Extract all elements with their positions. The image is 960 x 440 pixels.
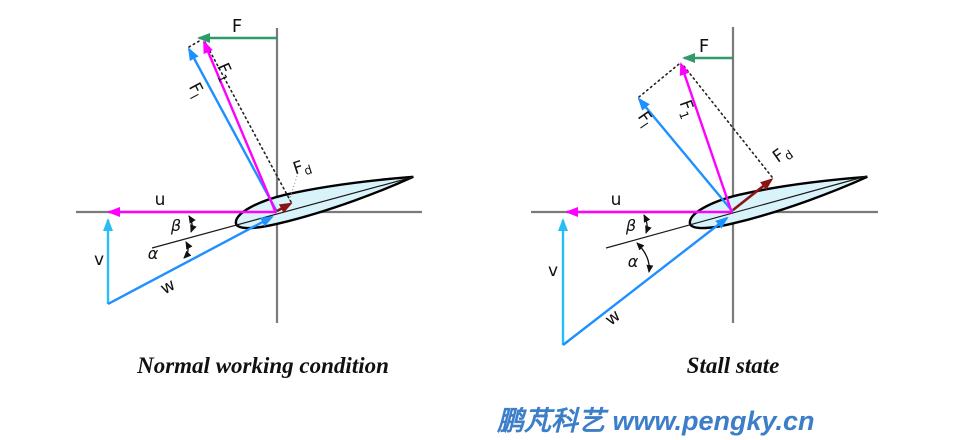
total-force-F1-arrow (679, 62, 734, 214)
left-diagram: F F1 Fl Fd u β α v w (76, 16, 422, 323)
drag-force-Fd-arrow (276, 202, 293, 214)
Fd-label: Fd (291, 155, 314, 181)
F1-label: F1 (210, 60, 237, 85)
total-force-F1-arrow (202, 40, 278, 214)
F-label: F (699, 36, 709, 57)
F-label: F (232, 16, 242, 37)
airfoil-profile (234, 175, 414, 230)
w-relative-wind-arrow (562, 216, 729, 346)
u-label: u (155, 190, 166, 210)
Fd-label: Fd (769, 141, 796, 169)
right-diagram: F F1 Fl Fd u β α v w (531, 27, 878, 346)
caption-normal-working-condition: Normal working condition (137, 353, 389, 378)
decomposition-dotted-line-fd-to-f1 (204, 41, 292, 203)
alpha-angle-arc (183, 241, 193, 259)
decomposition-dotted-line-fl-to-f1 (638, 63, 680, 98)
beta-angle-arc (188, 215, 197, 233)
beta-label: β (625, 216, 636, 235)
beta-angle-arc (643, 214, 652, 234)
lift-force-Fl-arrow (187, 47, 279, 213)
w-label: w (601, 306, 624, 330)
lift-force-Fl-arrow (637, 97, 734, 213)
chord-line (605, 175, 868, 249)
alpha-label: α (148, 244, 159, 263)
u-label: u (611, 190, 622, 210)
Fl-label: Fl (631, 108, 657, 131)
fd-label-leader-line (288, 175, 298, 202)
caption-stall-state: Stall state (686, 353, 780, 378)
v-label: v (94, 250, 104, 270)
decomposition-dotted-line-fd-to-f1 (682, 64, 773, 178)
Fl-label: Fl (182, 80, 208, 102)
w-label: w (157, 275, 179, 299)
beta-label: β (170, 216, 181, 235)
watermark-pengky: 鹏芃科艺 www.pengky.cn (497, 406, 815, 436)
w-relative-wind-arrow (107, 215, 274, 306)
decomposition-dotted-line-fl-to-f1 (188, 39, 202, 48)
alpha-angle-arc (636, 242, 654, 273)
v-label: v (548, 261, 558, 281)
airfoil-profile (688, 175, 868, 230)
drag-force-Fd-arrow (732, 178, 774, 212)
alpha-label: α (628, 252, 639, 271)
